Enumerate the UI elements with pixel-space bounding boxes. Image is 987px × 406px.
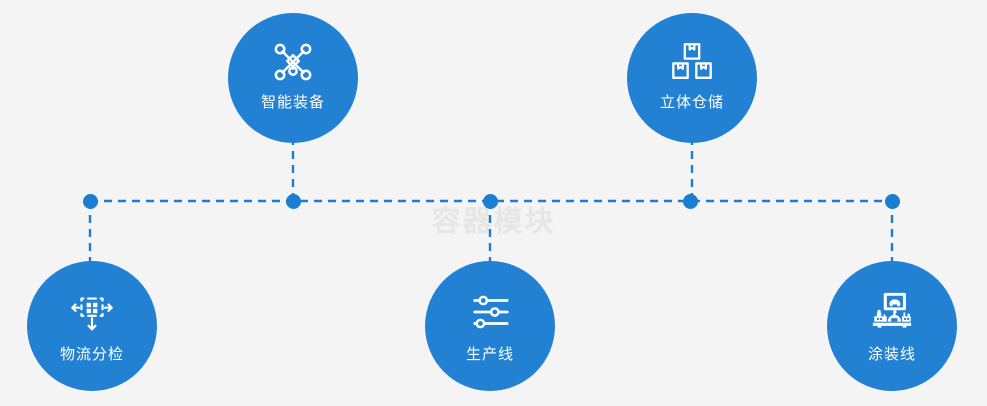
stacked-boxes-icon (672, 43, 712, 79)
module-production-line[interactable]: 生产线 (425, 261, 555, 391)
factory-monitor-icon (872, 292, 912, 328)
watermark-text: 容器模块 (431, 206, 556, 238)
module-label: 物流分检 (59, 346, 124, 363)
rail-node-4[interactable] (682, 193, 698, 209)
sliders-icon (473, 295, 509, 329)
network-nodes-icon (274, 43, 312, 81)
rail-node-2[interactable] (285, 193, 301, 209)
module-label: 智能装备 (260, 94, 325, 111)
module-intelligent-equipment[interactable]: 智能装备 (228, 13, 358, 143)
module-label: 生产线 (465, 346, 514, 363)
module-logistics-sorting[interactable]: 物流分检 (27, 261, 157, 391)
module-stereoscopic-warehouse[interactable]: 立体仓储 (627, 13, 757, 143)
module-label: 涂装线 (867, 346, 916, 363)
module-painting-line[interactable]: 涂装线 (827, 261, 957, 391)
rail-node-1[interactable] (82, 193, 98, 209)
module-label: 立体仓储 (659, 94, 724, 111)
rail-node-5[interactable] (884, 193, 900, 209)
rail-node-3[interactable] (482, 193, 498, 209)
sorting-arrows-icon (71, 297, 113, 331)
